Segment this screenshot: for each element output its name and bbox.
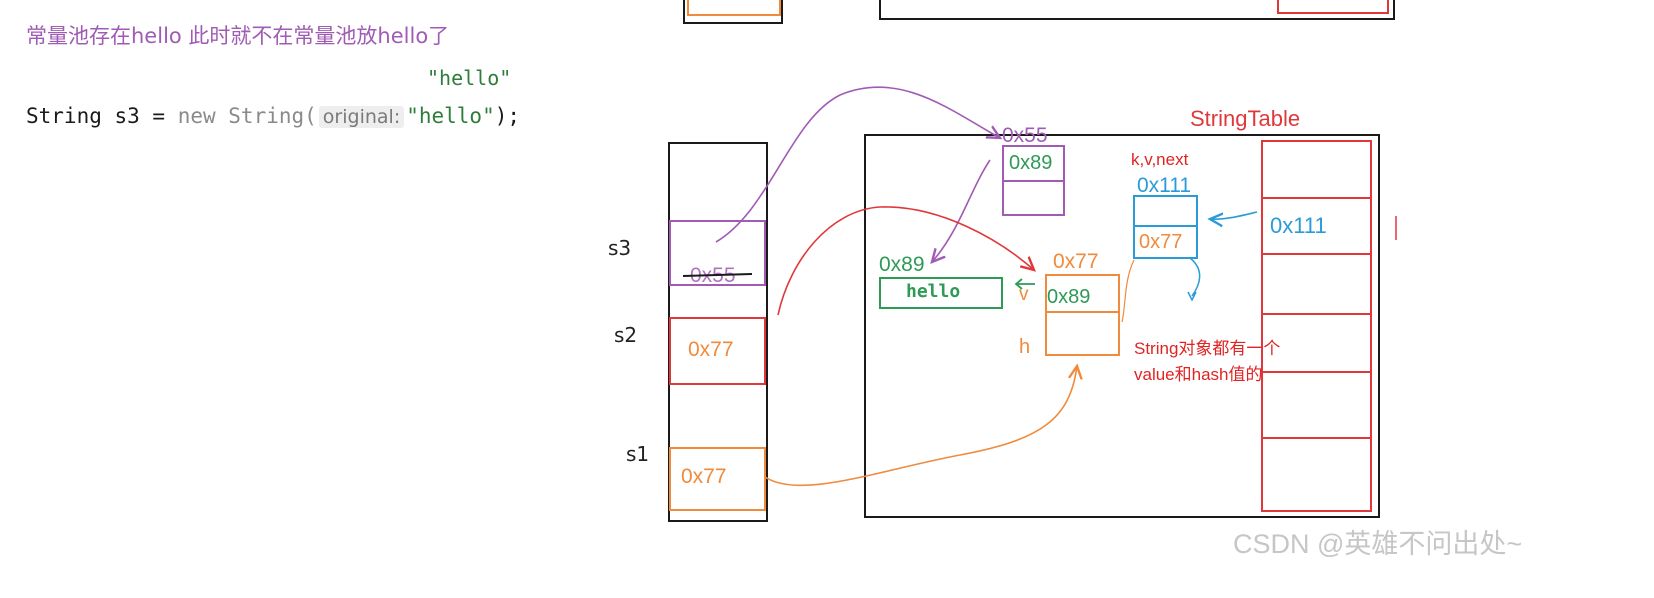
s3-struck-value: 0x55 — [690, 264, 736, 287]
code-annotation-hello: "hello" — [427, 66, 512, 90]
code-arg: "hello" — [406, 104, 495, 128]
clipped-orange-cell — [687, 0, 781, 16]
node-address: 0x111 — [1137, 174, 1192, 197]
stringtable-row-divider — [1263, 197, 1370, 199]
hash-note-line1: String对象都有一个 — [1134, 339, 1281, 358]
obj77-h-label: h — [1019, 336, 1031, 358]
heap-area — [864, 134, 1380, 518]
hash-note-line2: value和hash值的 — [1134, 365, 1263, 384]
stringtable-title: StringTable — [1190, 106, 1301, 131]
code-suffix: ); — [494, 104, 521, 128]
node-box — [1133, 195, 1198, 259]
s2-label: s2 — [614, 323, 638, 347]
s2-slot — [669, 317, 766, 385]
obj77-address: 0x77 — [1053, 250, 1099, 273]
clipped-stack-top — [683, 0, 783, 24]
obj77-box — [1045, 274, 1120, 356]
clipped-heap-top — [879, 0, 1395, 20]
code-line: String s3 = new String(original:"hello")… — [26, 104, 520, 128]
s2-value: 0x77 — [688, 338, 734, 361]
obj55-value: 0x89 — [1009, 152, 1053, 174]
arr89-address: 0x89 — [879, 253, 925, 276]
code-keyword: new String( — [177, 104, 317, 128]
watermark: CSDN @英雄不问出处~ — [1233, 529, 1523, 559]
node-fields-label: k,v,next — [1131, 150, 1189, 169]
obj77-value: 0x89 — [1047, 286, 1091, 308]
stringtable-row-divider — [1263, 437, 1370, 439]
obj77-v-label: v — [1019, 284, 1029, 305]
obj55-address: 0x55 — [1002, 124, 1048, 147]
node-key: 0x77 — [1139, 231, 1183, 253]
stringtable-entry: 0x111 — [1270, 213, 1327, 238]
stringtable-row-divider — [1263, 371, 1370, 373]
s1-label: s1 — [626, 442, 650, 466]
obj55-divider — [1004, 180, 1063, 182]
code-prefix: String s3 = — [26, 104, 178, 128]
purple-note: 常量池存在hello 此时就不在常量池放hello了 — [26, 24, 450, 48]
stringtable-box — [1261, 140, 1372, 512]
s1-value: 0x77 — [681, 465, 727, 488]
stringtable-row-divider — [1263, 313, 1370, 315]
arr89-content: hello — [906, 281, 961, 302]
clipped-table-top — [1277, 0, 1389, 14]
obj77-divider — [1047, 311, 1118, 313]
param-hint: original: — [318, 106, 405, 128]
stringtable-row-divider — [1263, 253, 1370, 255]
node-divider — [1135, 225, 1196, 227]
s3-label: s3 — [608, 236, 632, 260]
